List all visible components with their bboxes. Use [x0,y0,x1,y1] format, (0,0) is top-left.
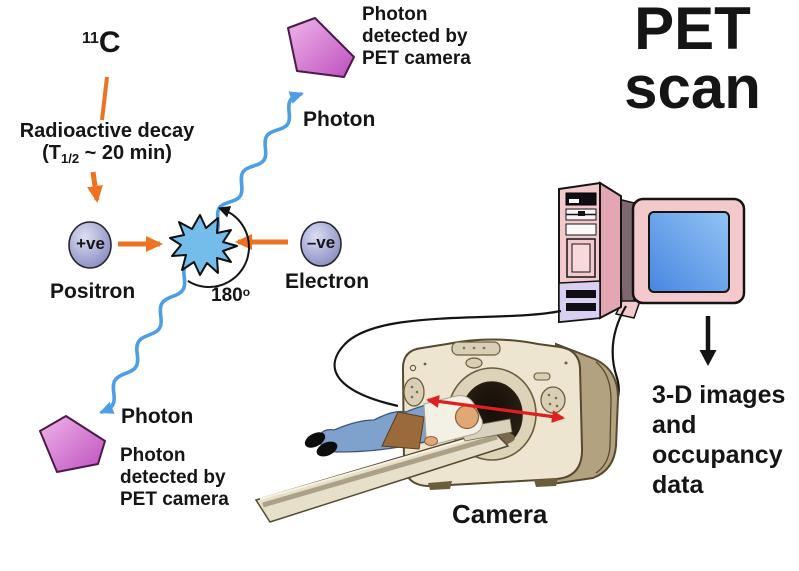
patient-table [254,418,513,523]
electron-symbol: –ve [306,233,336,252]
photon-ray-top [204,91,304,240]
patient-hand [424,436,438,446]
decay-connector-line [87,76,109,203]
positron-sphere [68,221,112,269]
angle-arc [187,206,251,289]
output-description: 3-D images and occupancy data [652,381,786,499]
photon-label-bottom: Photon [121,405,194,428]
gantry-top-panel [451,341,501,356]
electron-label: Electron [285,270,370,293]
gantry-right-panel [540,386,566,414]
annihilation-starburst [169,214,238,276]
tower-base [558,280,601,323]
gantry-left-panel [403,377,425,407]
computer-workstation [558,181,746,324]
gantry-foot-left [428,481,452,490]
scan-axis-arrow [426,395,565,423]
patient-head [454,404,480,430]
electron-sphere [300,221,342,267]
photon-detected-top: Photon detected by PET camera [362,4,471,69]
isotope-label: 11C [82,26,121,60]
tower-bay-slot [565,223,597,236]
photon-detected-bottom: Photon detected by PET camera [120,445,229,510]
monitor-screen [648,211,730,293]
positron-symbol: +ve [76,234,105,253]
radioactive-decay-caption: Radioactive decay [19,120,195,142]
tower-vent-1 [566,290,596,298]
tower-vent-2 [566,303,596,311]
gantry-right-button [533,372,551,381]
patient-shoe-2 [316,441,338,457]
photon-label-top: Photon [303,108,376,131]
gantry-top-button [465,357,483,369]
knee-support-wedge [381,411,425,450]
patient-shoe-1 [304,432,326,448]
page-title: PET scan [624,0,761,121]
isotope-symbol: C [98,26,121,59]
camera-label: Camera [452,499,548,529]
angle-label: 180o [211,285,251,306]
positron-label: Positron [50,280,136,303]
cable-tower-to-scanner [333,309,562,408]
isotope-mass: 11 [82,30,99,47]
tower-side [599,181,622,320]
pet-detector-top [287,17,355,78]
gantry-foot-right [534,478,558,487]
tower-floppy-slot [569,199,579,203]
half-life-caption: (T1/2 ~ 20 min) [42,142,172,166]
pet-detector-bottom [39,415,106,473]
photon-ray-bottom [99,256,198,414]
